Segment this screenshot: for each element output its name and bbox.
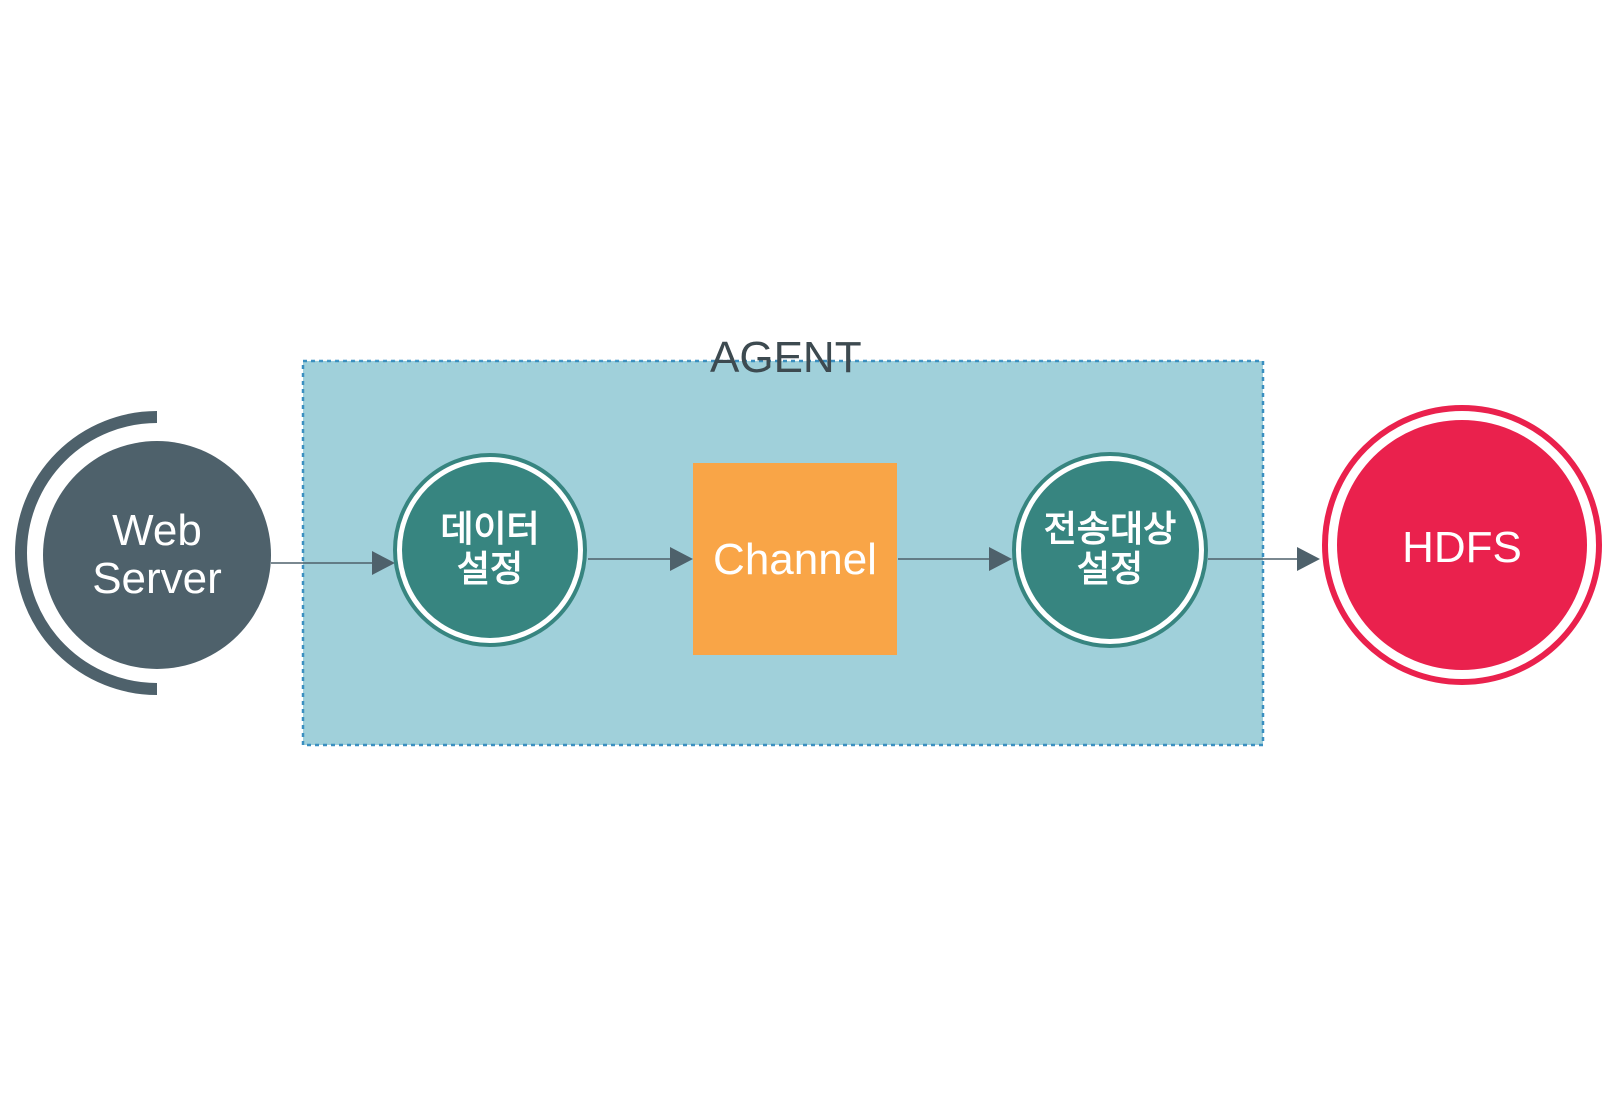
hdfs-label: HDFS xyxy=(1402,522,1522,572)
hdfs-node xyxy=(1322,405,1602,685)
agent-label: AGENT xyxy=(710,333,862,382)
web-server-label: Web Server xyxy=(92,505,222,603)
target-config-label: 전송대상 설정 xyxy=(1043,509,1177,590)
data-config-label: 데이터 설정 xyxy=(440,509,540,590)
channel-node xyxy=(693,463,897,655)
target-config-node xyxy=(1012,452,1208,648)
connector-arrows xyxy=(271,547,1320,575)
web-server-outer-arc xyxy=(15,411,158,695)
web-server-node xyxy=(15,411,271,695)
channel-label: Channel xyxy=(713,534,877,584)
data-config-node xyxy=(393,453,587,647)
